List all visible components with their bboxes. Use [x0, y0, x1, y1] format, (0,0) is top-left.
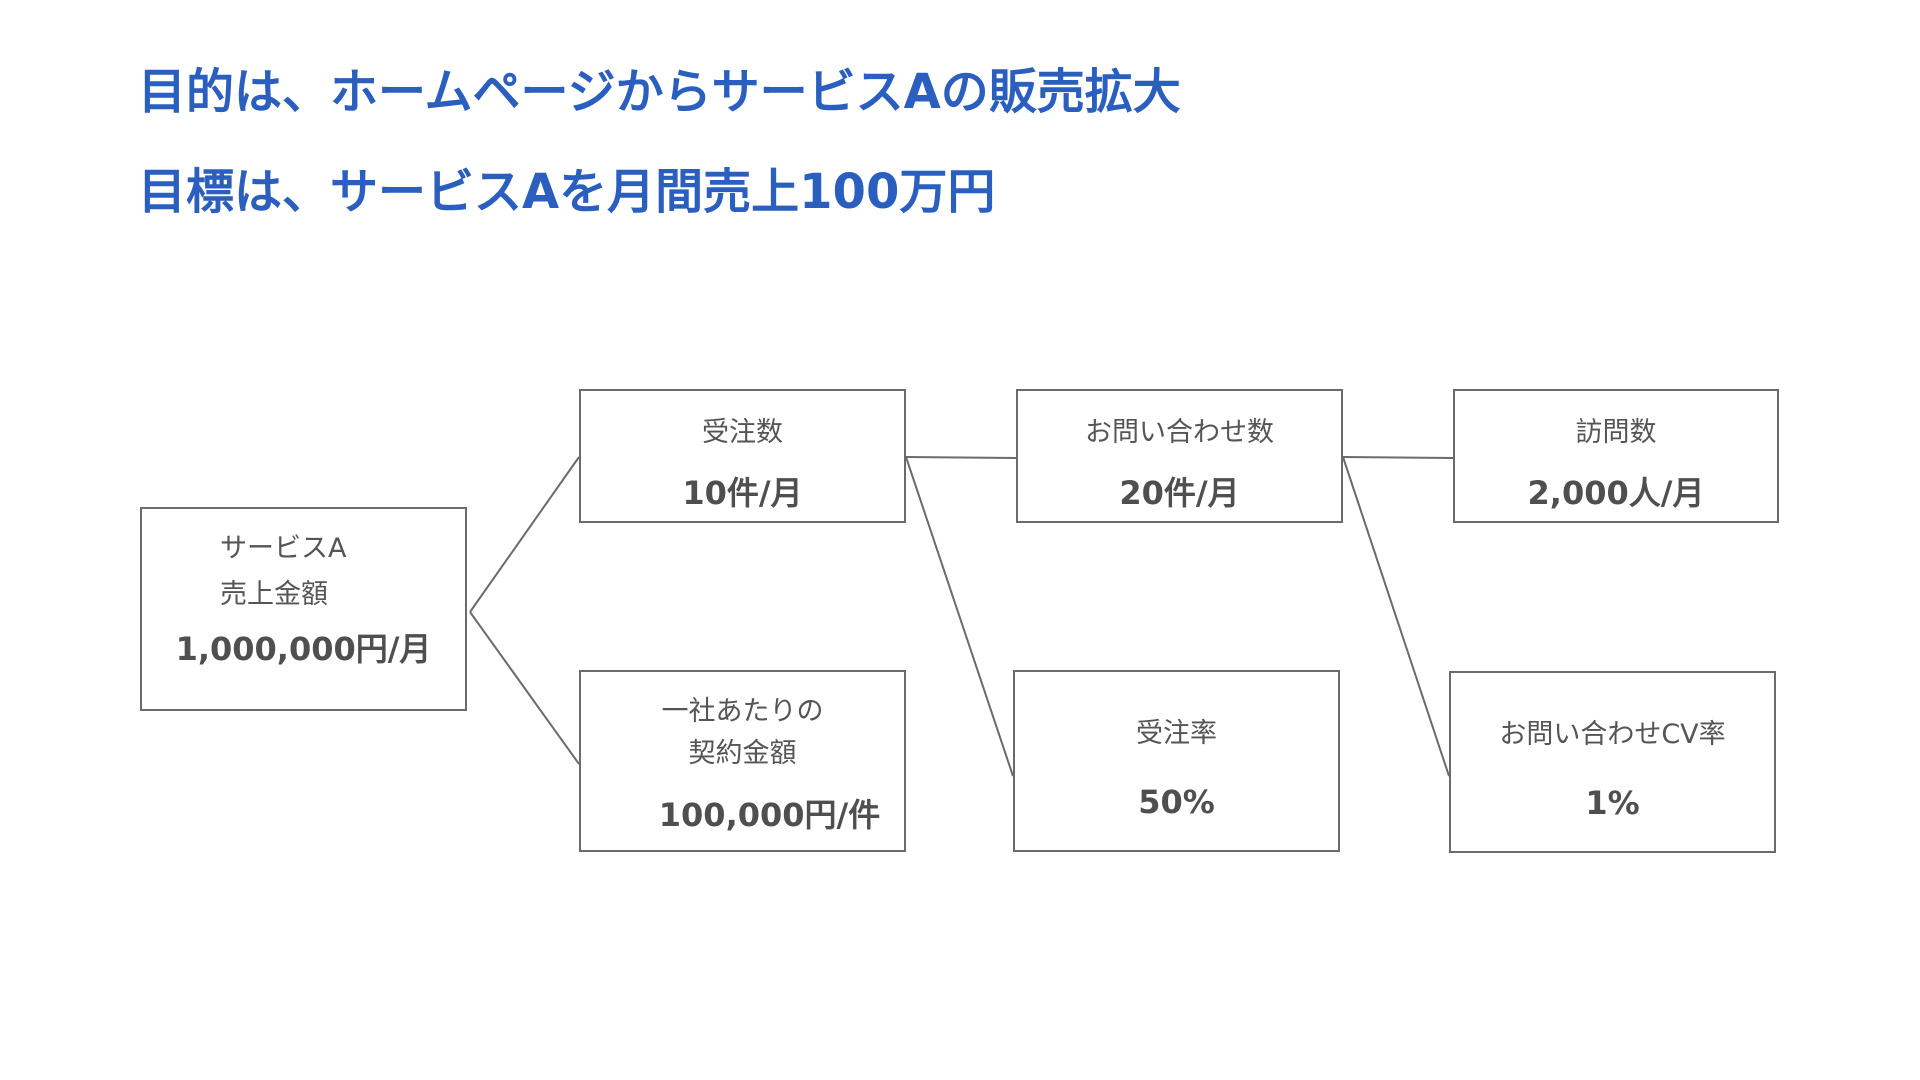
kpi-box-inquiries: お問い合わせ数 20件/月 [1016, 389, 1343, 523]
kpi-box-contract-amount: 一社あたりの 契約金額 100,000円/件 [579, 670, 906, 852]
kpi-label: 訪問数 [1575, 417, 1657, 448]
kpi-box-root-sales: サービスA 売上金額 1,000,000円/月 [140, 507, 467, 711]
kpi-value: 2,000人/月 [1527, 474, 1705, 512]
kpi-label: お問い合わせCV率 [1499, 719, 1726, 750]
connector-orders-to-inquiries [905, 456, 1017, 459]
connector-root-to-contract-amount [469, 611, 580, 765]
kpi-label: 受注数 [702, 417, 783, 448]
kpi-label-line2: 売上金額 [220, 579, 328, 610]
kpi-value: 50% [1138, 783, 1215, 821]
purpose-heading: 目的は、ホームページからサービスAの販売拡大 [138, 64, 1181, 120]
kpi-value: 10件/月 [682, 474, 803, 512]
connector-inquiries-to-cv-rate [1342, 456, 1450, 777]
kpi-label: 受注率 [1136, 718, 1217, 749]
kpi-box-visits: 訪問数 2,000人/月 [1453, 389, 1779, 523]
connector-inquiries-to-visits [1342, 456, 1454, 459]
kpi-label-line1: 一社あたりの [661, 696, 824, 727]
kpi-box-inquiry-cv-rate: お問い合わせCV率 1% [1449, 671, 1776, 853]
connector-root-to-orders [469, 456, 580, 613]
kpi-value: 1% [1585, 784, 1640, 822]
kpi-value: 20件/月 [1119, 474, 1240, 512]
kpi-value: 1,000,000円/月 [175, 630, 432, 668]
kpi-label-line2: 契約金額 [688, 738, 797, 769]
goal-heading: 目標は、サービスAを月間売上100万円 [138, 164, 996, 220]
kpi-box-order-rate: 受注率 50% [1013, 670, 1340, 852]
connector-orders-to-order-rate [905, 456, 1014, 777]
kpi-box-orders: 受注数 10件/月 [579, 389, 906, 523]
kpi-value: 100,000円/件 [658, 796, 881, 834]
kpi-label-line1: サービスA [220, 533, 347, 564]
kpi-label: お問い合わせ数 [1085, 417, 1274, 448]
